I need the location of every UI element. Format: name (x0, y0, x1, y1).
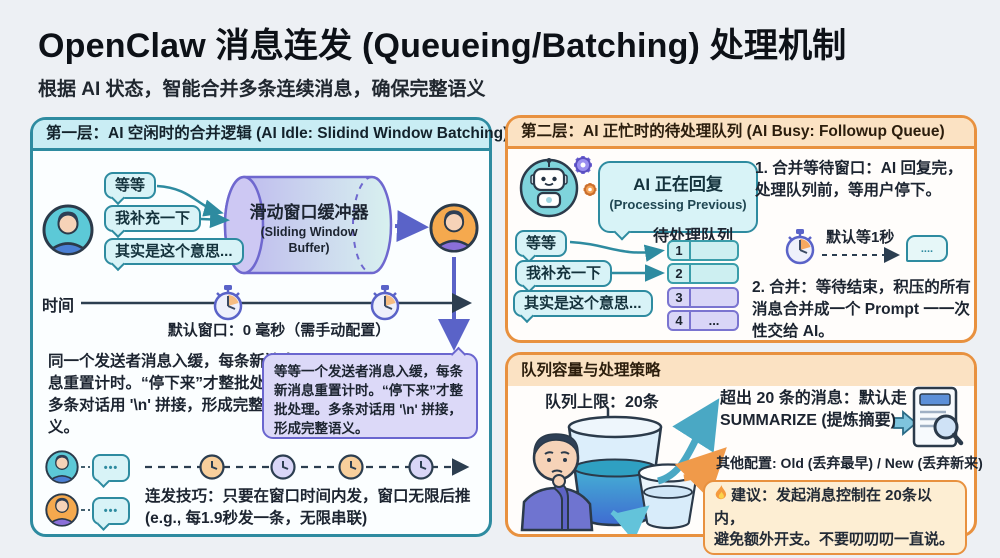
page-subtitle: 根据 AI 状态，智能合并多条连续消息，确保完整语义 (38, 79, 486, 100)
clock-icon (338, 454, 364, 480)
document-magnifier-icon (912, 386, 964, 448)
message-bubble: 其实是这个意思... (513, 290, 653, 317)
receiver-avatar (429, 203, 479, 253)
queue-slot-number: 1 (669, 242, 691, 259)
chat-ellipsis-icon: ••• (92, 454, 130, 482)
message-bubble: 等等 (515, 230, 568, 257)
panel-busy-header: 第二层：AI 正忙时的待处理队列 (AI Busy: Followup Queu… (508, 118, 974, 149)
queue-slot: 2 (667, 263, 739, 284)
queue-slot: 4 ... (667, 310, 739, 331)
queue-slot: 1 (667, 240, 739, 261)
timeline-label: 时间 (42, 298, 75, 315)
sliding-window-buffer-cylinder (223, 175, 393, 275)
arrow-buffer-to-receiver (394, 210, 429, 243)
panel-idle-header: 第一层：AI 空闲时的合并逻辑 (AI Idle: Slidind Window… (33, 120, 508, 151)
ai-robot-icon (519, 156, 597, 218)
panel-busy-queue: 第二层：AI 正忙时的待处理队列 (AI Busy: Followup Queu… (505, 115, 977, 343)
ai-replying-bubble: AI 正在回复 (Processing Previous) (598, 161, 758, 233)
clock-icon (199, 454, 225, 480)
batching-description: 同一个发送者消息入缓，每条新消息息重置计时。“停下来”才整批处理。多条对话用 '… (48, 353, 297, 436)
receiver-avatar-small (45, 493, 79, 527)
ai-replying-subtitle: (Processing Previous) (609, 197, 747, 212)
wait-one-second-label: 默认等1秒 (826, 229, 895, 246)
message-bubble: 等等 (104, 172, 157, 199)
arrow-bucket-to-bucket (610, 505, 650, 534)
queue-slot-content (691, 242, 737, 259)
ai-replying-title: AI 正在回复 (633, 175, 723, 194)
arrow-bubble2-to-buffer (200, 210, 230, 229)
advice-box: 建议：发起消息控制在 20条以内， 避免额外开支。不要叨叨叨一直说。 (703, 480, 967, 555)
window-caption: 默认窗口：0 毫秒（需手动配置） (167, 322, 391, 339)
other-config-rule: 其他配置: Old (丢弃最早) / New (丢弃新来) (716, 455, 983, 471)
person-thinking-illustration (520, 433, 594, 532)
advice-line2: 避免额外开支。不要叨叨叨一直说。 (714, 531, 955, 548)
busy-panel-graphics (519, 156, 900, 282)
queue-slot-number: 4 (669, 312, 691, 329)
sender-avatar (42, 204, 94, 256)
chaining-tip-line2: (e.g., 每1.9秒发一条，无限串联) (145, 510, 368, 527)
flame-icon (714, 485, 728, 508)
clock-icon (270, 454, 296, 480)
chaining-tip: 连发技巧：只要在窗口时间内发，窗口无限后推 (e.g., 每1.9秒发一条，无限… (145, 486, 485, 530)
queue-slot-number: 2 (669, 265, 691, 282)
merged-prompt-bubble: .... (906, 235, 948, 262)
queue-slot: 3 (667, 287, 739, 308)
gear-icon (583, 183, 597, 196)
stopwatch-icon (213, 285, 243, 321)
page-title: OpenClaw 消息连发 (Queueing/Batching) 处理机制 (38, 27, 847, 65)
queue-slot-content: ... (708, 313, 720, 328)
sender-avatar-small (45, 450, 79, 484)
capacity-panel-graphics (520, 386, 964, 534)
chaining-tip-line1: 连发技巧：只要在窗口时间内发，窗口无限后推 (145, 488, 471, 505)
queue-slot-number: 3 (669, 289, 691, 306)
advice-line1: 建议：发起消息控制在 20条以内， (714, 487, 932, 527)
arrow-to-summary-doc (893, 410, 918, 436)
rule-merge-submit: 2. 合并：等待结束，积压的所有消息合并成一个 Prompt 一一次性交给 AI… (752, 279, 971, 340)
panel-queue-capacity: 队列容量与处理策略 (505, 352, 983, 555)
panel-idle-batching: 第一层：AI 空闲时的合并逻辑 (AI Idle: Slidind Window… (30, 117, 508, 537)
arrow-bubble1-to-buffer (156, 184, 224, 217)
stopwatch-icon (785, 229, 815, 265)
message-bubble: 其实是这个意思... (104, 238, 244, 265)
idle-panel-graphics (81, 175, 472, 511)
message-bubble: 我补充一下 (104, 205, 202, 232)
panel-capacity-header: 队列容量与处理策略 (508, 355, 974, 386)
clock-icon (408, 454, 434, 480)
rule-merge-wait: 1. 合并等待窗口：AI 回复完，处理队列前，等用户停下。 (755, 160, 963, 199)
buffer-title: 滑动窗口缓冲器 (249, 203, 369, 222)
message-bubble: 我补充一下 (515, 260, 613, 287)
chat-ellipsis-icon: ••• (92, 497, 130, 525)
buffer-label: 滑动窗口缓冲器 (Sliding Window Buffer) (239, 202, 379, 256)
stopwatch-icon (370, 285, 400, 321)
overflow-rule: 超出 20 条的消息：默认走 SUMMARIZE (提炼摘要) (720, 390, 907, 429)
gear-icon (574, 156, 592, 174)
arrow-other-config (674, 447, 727, 500)
buffer-subtitle: (Sliding Window Buffer) (260, 225, 358, 255)
queue-limit-label: 队列上限：20条 (545, 394, 659, 411)
merged-message-bubble: 等等一个发送者消息入缓，每条新消息重置计时。“停下来”才整批处理。多条对话用 '… (262, 353, 478, 439)
queue-slot-content (691, 265, 737, 282)
arrow-wait-to-queue (569, 240, 665, 262)
queue-slot-content (691, 289, 737, 306)
